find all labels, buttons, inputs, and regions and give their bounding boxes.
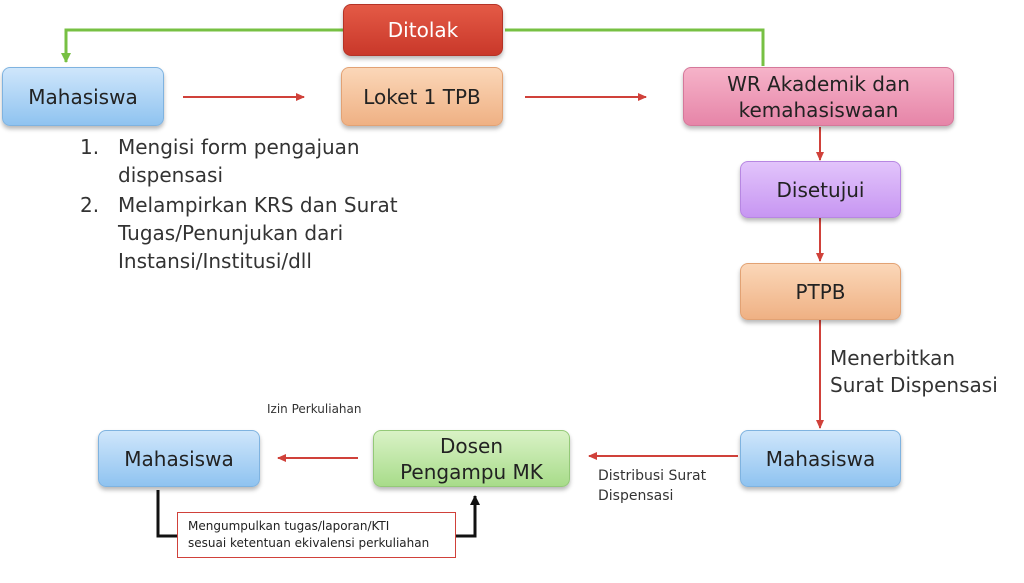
distribusi-label: Distribusi Surat Dispensasi (598, 466, 706, 506)
requirement-text: Mengisi form pengajuan dispensasi (118, 135, 360, 187)
menerbitkan-line1: Menerbitkan (830, 346, 956, 370)
ditolak-return-line (505, 28, 765, 66)
disetujui-label: Disetujui (776, 177, 865, 202)
dosen-label-line2: Pengampu MK (400, 459, 543, 484)
mahasiswa-right-box: Mahasiswa (740, 430, 901, 487)
requirement-text: Melampirkan KRS dan Surat Tugas/Penunjuk… (118, 193, 398, 273)
disetujui-box: Disetujui (740, 161, 901, 218)
izin-text: Izin Perkuliahan (267, 402, 362, 416)
requirement-item: 1. Mengisi form pengajuan dispensasi (80, 133, 400, 189)
mahasiswa-top-label: Mahasiswa (28, 84, 138, 109)
return-loop-line (156, 490, 177, 538)
return-loop-arrow (456, 495, 480, 538)
requirement-number: 2. (80, 193, 100, 217)
loket-label: Loket 1 TPB (363, 84, 481, 109)
izin-perkuliahan-label: Izin Perkuliahan (267, 401, 362, 417)
dosen-box: Dosen Pengampu MK (373, 430, 570, 487)
mahasiswa-right-label: Mahasiswa (765, 446, 876, 471)
dosen-label-line1: Dosen (439, 433, 504, 458)
distribusi-line2: Dispensasi (598, 488, 674, 504)
requirement-number: 1. (80, 135, 100, 159)
mengumpulkan-tugas-box: Mengumpulkan tugas/laporan/KTI sesuai ke… (177, 512, 456, 558)
ptpb-box: PTPB (740, 263, 901, 320)
wr-label-line2: kemahasiswaan (738, 97, 899, 122)
menerbitkan-line2: Surat Dispensasi (830, 373, 998, 397)
wr-akademik-box: WR Akademik dan kemahasiswaan (683, 67, 954, 126)
wr-label-line1: WR Akademik dan (727, 71, 910, 96)
ditolak-box: Ditolak (343, 4, 503, 56)
requirement-item: 2. Melampirkan KRS dan Surat Tugas/Penun… (80, 191, 400, 275)
menerbitkan-label: Menerbitkan Surat Dispensasi (830, 345, 998, 399)
mahasiswa-left-label: Mahasiswa (124, 446, 234, 471)
distribusi-line1: Distribusi Surat (598, 468, 707, 484)
mahasiswa-left-box: Mahasiswa (98, 430, 260, 487)
ditolak-to-mahasiswa-arrow (61, 28, 343, 63)
loket-box: Loket 1 TPB (341, 67, 503, 126)
ditolak-label: Ditolak (387, 18, 459, 42)
ptpb-label: PTPB (795, 279, 846, 304)
mengumpulkan-line2: sesuai ketentuan ekivalensi perkuliahan (188, 536, 430, 550)
requirements-list: 1. Mengisi form pengajuan dispensasi 2. … (80, 133, 400, 275)
mengumpulkan-line1: Mengumpulkan tugas/laporan/KTI (188, 519, 390, 533)
mahasiswa-top-box: Mahasiswa (2, 67, 164, 126)
